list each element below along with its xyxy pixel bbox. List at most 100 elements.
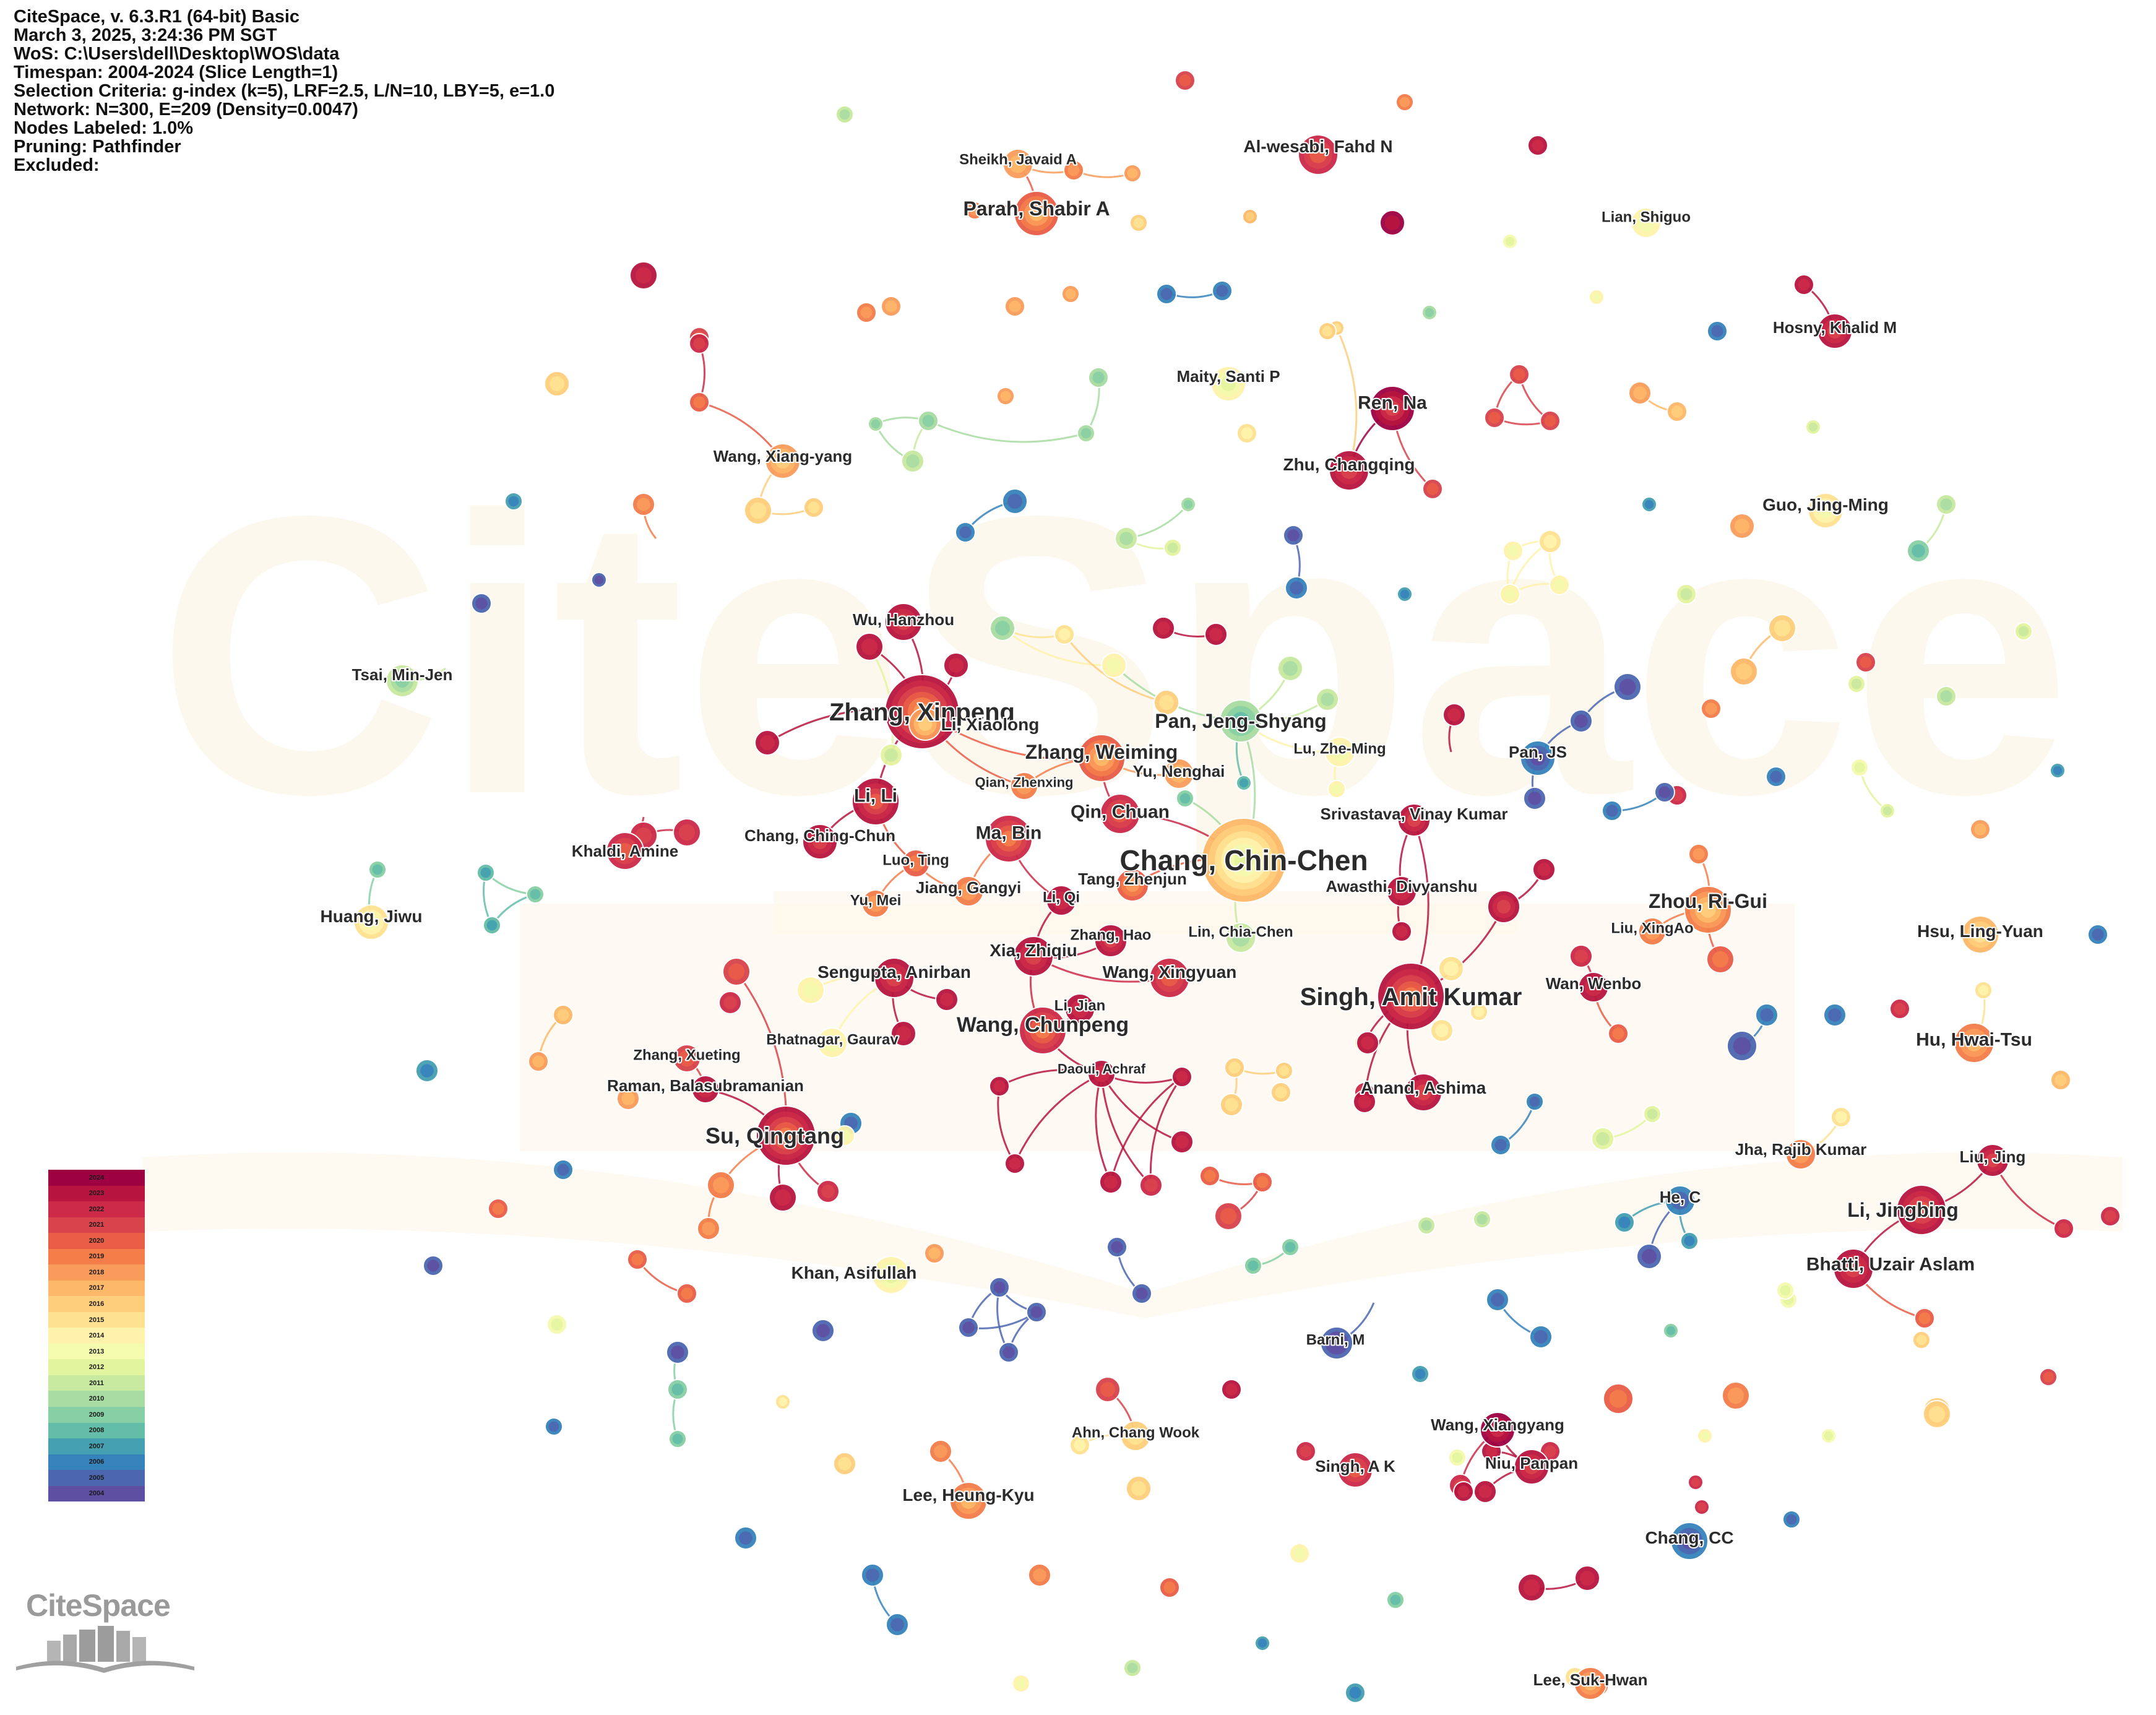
n-li-li[interactable]	[852, 777, 900, 826]
n-luo-ting[interactable]	[902, 849, 930, 878]
author-node[interactable]	[1123, 1659, 1142, 1677]
n-hsu-ling-yuan[interactable]	[1961, 915, 1999, 954]
author-node[interactable]	[1667, 401, 1688, 422]
author-node[interactable]	[1316, 688, 1339, 711]
n-lu-zhe-ming[interactable]	[1324, 737, 1355, 767]
author-node[interactable]	[1680, 1232, 1699, 1250]
author-node[interactable]	[881, 296, 902, 317]
author-node[interactable]	[1525, 1092, 1544, 1111]
author-node[interactable]	[890, 1021, 916, 1047]
author-node[interactable]	[718, 991, 742, 1014]
n-pan-jeng-shyang[interactable]	[1219, 699, 1262, 743]
author-node[interactable]	[1129, 214, 1148, 232]
n-bhatnagar[interactable]	[817, 1027, 848, 1058]
author-node[interactable]	[1220, 1093, 1243, 1117]
n-chang-chin-chen[interactable]	[1201, 818, 1287, 903]
author-node[interactable]	[526, 885, 545, 904]
n-liu-jing[interactable]	[1976, 1144, 2009, 1177]
author-node[interactable]	[1386, 1591, 1405, 1609]
author-node[interactable]	[1327, 780, 1346, 798]
author-node[interactable]	[553, 1159, 574, 1180]
n-zhu-changqing[interactable]	[1329, 450, 1369, 491]
author-node[interactable]	[816, 1180, 840, 1203]
author-node[interactable]	[1270, 1082, 1291, 1103]
author-node[interactable]	[2053, 1218, 2074, 1239]
author-node[interactable]	[1345, 1682, 1366, 1703]
author-node[interactable]	[1139, 1173, 1163, 1197]
n-wang-xiangyang[interactable]	[1480, 1412, 1516, 1448]
n-wang-xiang-yang[interactable]	[765, 443, 801, 479]
n-chang-cc[interactable]	[1670, 1522, 1709, 1560]
author-node[interactable]	[545, 1417, 563, 1436]
author-node[interactable]	[1221, 1379, 1242, 1400]
author-node[interactable]	[632, 493, 655, 516]
author-node[interactable]	[1706, 945, 1735, 974]
author-node[interactable]	[1004, 296, 1025, 317]
n-wan-wenbo[interactable]	[1578, 972, 1609, 1003]
author-node[interactable]	[1603, 1383, 1634, 1414]
author-node[interactable]	[1538, 530, 1562, 553]
author-node[interactable]	[958, 1317, 979, 1338]
author-node[interactable]	[1855, 652, 1876, 673]
author-node[interactable]	[546, 1314, 567, 1335]
author-node[interactable]	[668, 1430, 687, 1448]
author-node[interactable]	[1275, 1061, 1293, 1080]
author-node[interactable]	[1805, 419, 1821, 435]
n-lian-shiguo[interactable]	[1631, 207, 1662, 238]
author-node[interactable]	[1591, 1127, 1615, 1151]
n-yu-mei[interactable]	[861, 889, 890, 918]
author-node[interactable]	[1353, 1090, 1376, 1113]
author-node[interactable]	[1707, 321, 1728, 342]
n-li-jian[interactable]	[1064, 993, 1095, 1024]
author-node[interactable]	[1295, 1441, 1316, 1462]
author-node[interactable]	[544, 371, 570, 397]
author-node[interactable]	[1448, 1448, 1467, 1467]
n-xia-zhiqiu[interactable]	[1013, 936, 1054, 977]
author-node[interactable]	[1729, 513, 1755, 539]
author-node[interactable]	[1061, 285, 1080, 303]
author-node[interactable]	[879, 743, 903, 767]
author-node[interactable]	[1236, 775, 1252, 791]
author-node[interactable]	[1697, 1428, 1713, 1444]
n-guo-jing-ming[interactable]	[1808, 493, 1843, 529]
n-qin-chuan[interactable]	[1100, 793, 1141, 834]
author-node[interactable]	[855, 633, 884, 661]
author-node[interactable]	[627, 1249, 648, 1270]
author-node[interactable]	[1499, 584, 1520, 605]
n-zhang-hao[interactable]	[1094, 924, 1128, 957]
author-node[interactable]	[1422, 478, 1443, 499]
author-node[interactable]	[1527, 135, 1548, 156]
author-node[interactable]	[1608, 1023, 1629, 1044]
author-node[interactable]	[1589, 289, 1605, 305]
author-node[interactable]	[1676, 584, 1697, 605]
author-node[interactable]	[1115, 527, 1138, 550]
author-node[interactable]	[1487, 890, 1520, 923]
author-node[interactable]	[1391, 921, 1412, 942]
author-node[interactable]	[1517, 1573, 1546, 1602]
author-node[interactable]	[1099, 1170, 1123, 1194]
author-node[interactable]	[868, 416, 884, 432]
author-node[interactable]	[998, 1342, 1019, 1363]
author-node[interactable]	[935, 988, 959, 1011]
author-node[interactable]	[1850, 758, 1869, 777]
n-lin-chia-chen[interactable]	[1225, 922, 1256, 953]
n-wu-hanzhou[interactable]	[884, 603, 923, 641]
author-node[interactable]	[667, 1379, 688, 1400]
author-node[interactable]	[1793, 274, 1814, 295]
n-li-qi[interactable]	[1046, 885, 1077, 916]
author-node[interactable]	[856, 302, 877, 323]
author-node[interactable]	[1101, 652, 1127, 678]
author-node[interactable]	[1126, 1475, 1152, 1501]
n-raman[interactable]	[691, 1075, 720, 1104]
author-node[interactable]	[1641, 496, 1657, 512]
author-node[interactable]	[673, 818, 701, 847]
author-node[interactable]	[1473, 1480, 1497, 1503]
author-node[interactable]	[1847, 675, 1866, 693]
n-huang-jiwu[interactable]	[353, 904, 389, 940]
n-qian-zhenxing[interactable]	[1010, 772, 1038, 800]
author-node[interactable]	[1411, 1365, 1429, 1383]
author-node[interactable]	[629, 261, 658, 290]
n-daoui[interactable]	[1087, 1060, 1116, 1088]
author-node[interactable]	[1722, 1381, 1750, 1410]
author-node[interactable]	[955, 522, 976, 543]
